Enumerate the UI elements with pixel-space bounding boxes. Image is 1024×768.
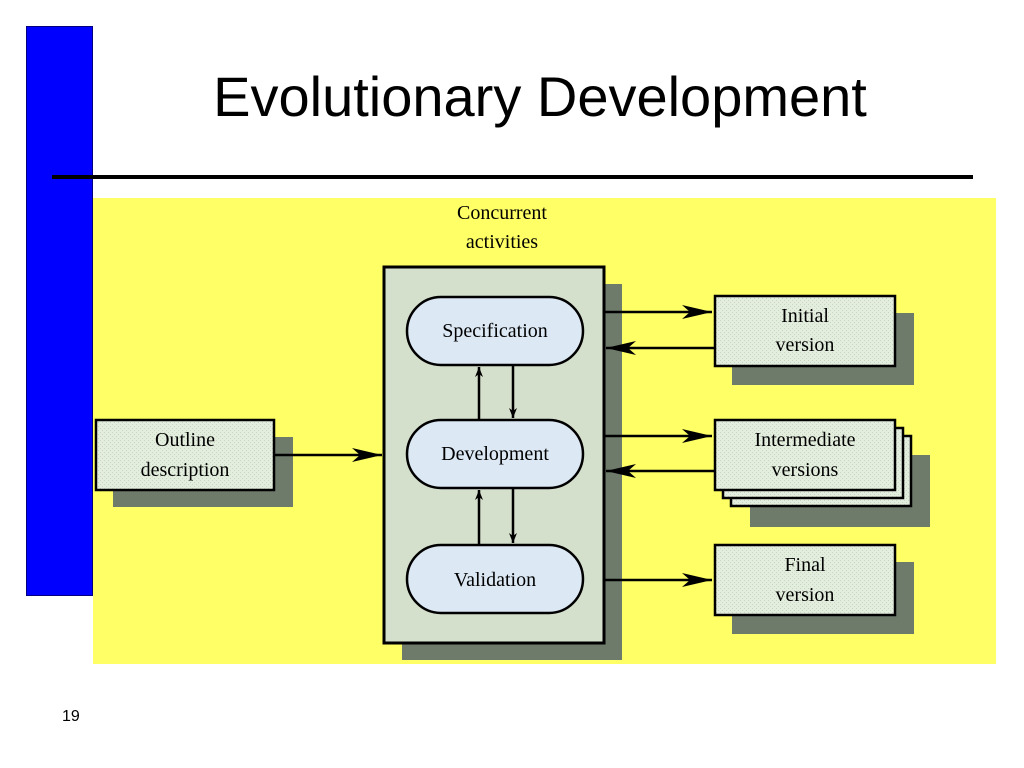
outline-description-box	[94, 418, 276, 492]
group-label-line-2: activities	[466, 231, 538, 253]
outline-label-line-1: Outline	[155, 429, 215, 451]
intermediate-versions-box	[713, 418, 897, 492]
development-node	[405, 418, 585, 490]
specification-node	[405, 295, 585, 367]
page-number: 19	[62, 708, 80, 725]
initial-label-line-2: version	[776, 334, 835, 356]
specification-label: Specification	[442, 320, 548, 342]
final-label-line-1: Final	[784, 554, 826, 576]
side-accent-bar	[26, 26, 93, 596]
final-label-line-2: version	[776, 584, 835, 606]
intermediate-label-line-1: Intermediate	[754, 429, 855, 451]
slide-title: Evolutionary Development	[213, 65, 867, 128]
title-rule	[52, 175, 973, 179]
outline-label-line-2: description	[141, 459, 230, 481]
development-label: Development	[441, 443, 549, 465]
group-label-line-1: Concurrent	[457, 202, 547, 224]
validation-label: Validation	[454, 569, 536, 591]
validation-node	[405, 543, 585, 615]
final-version-box	[713, 543, 897, 617]
intermediate-label-line-2: versions	[772, 459, 839, 481]
initial-label-line-1: Initial	[781, 305, 829, 327]
initial-version-box	[713, 294, 897, 368]
